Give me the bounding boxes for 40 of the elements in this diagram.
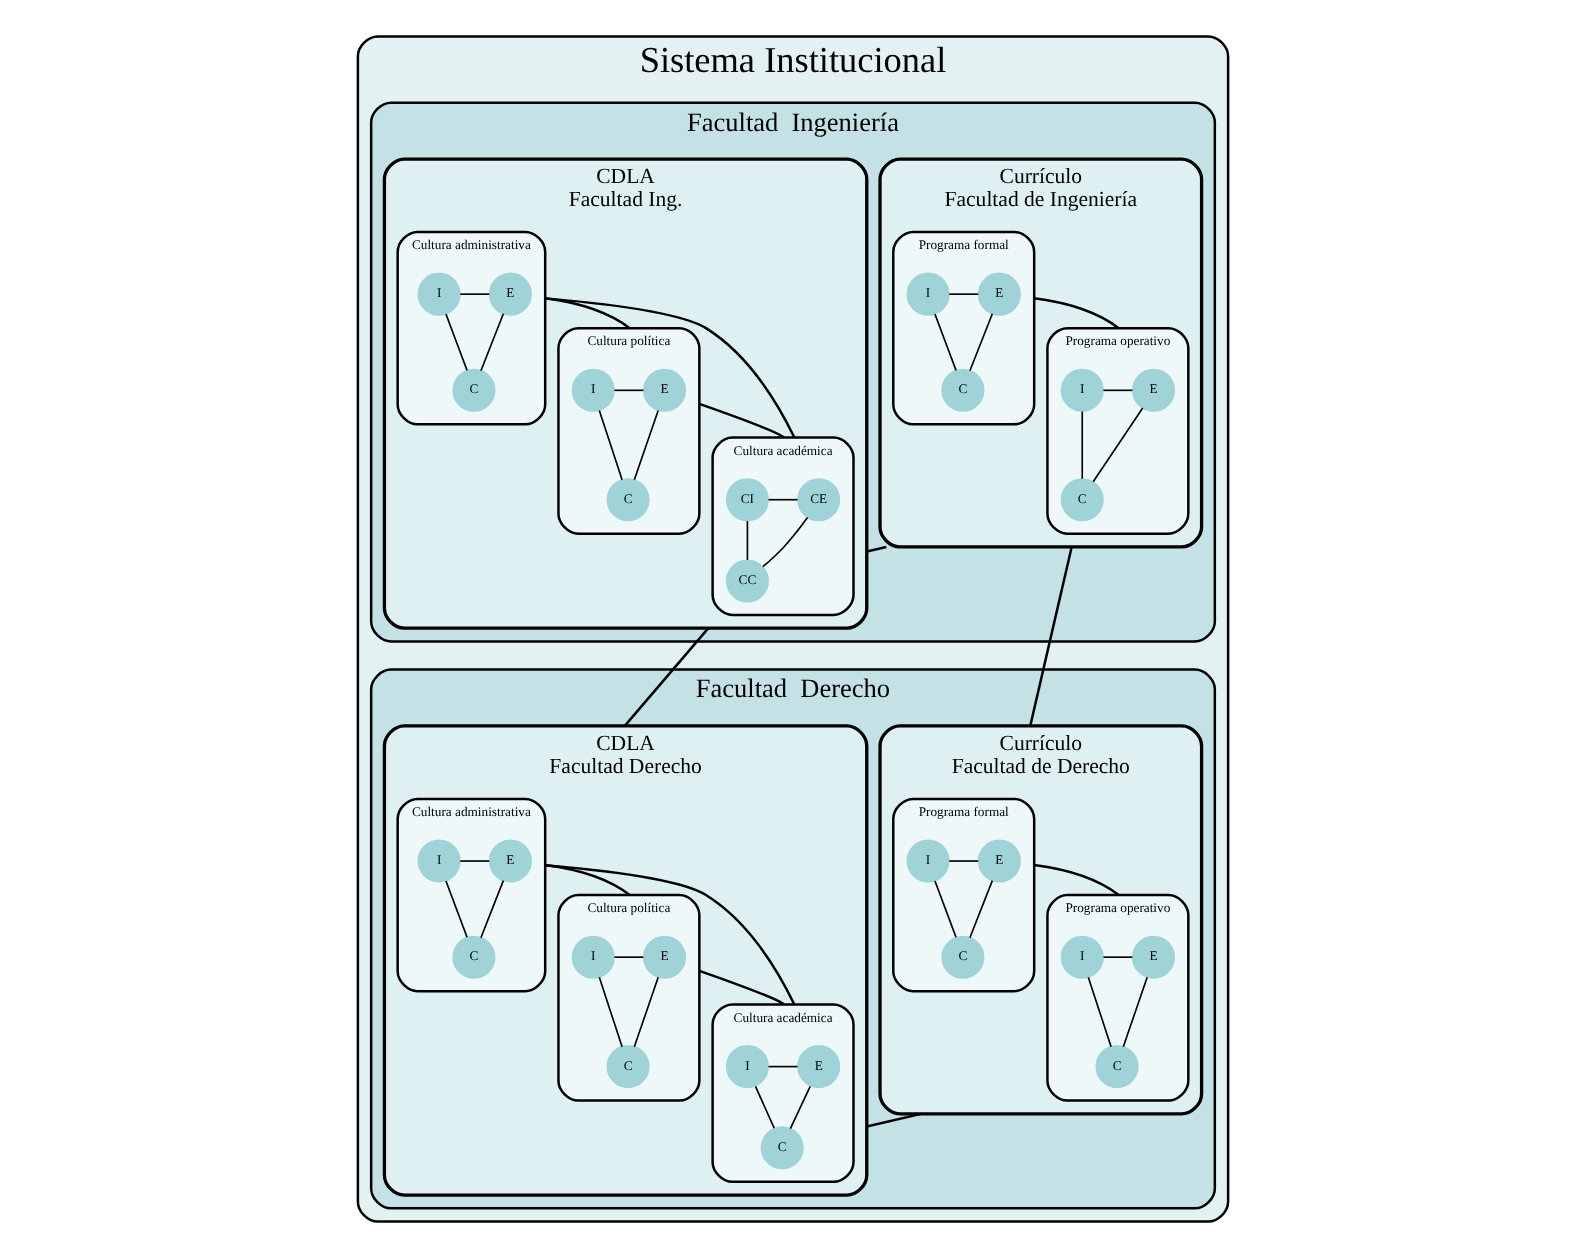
connector bbox=[1033, 296, 1119, 330]
connector bbox=[697, 402, 784, 439]
connector bbox=[1101, 389, 1133, 392]
connector bbox=[597, 409, 622, 481]
connector bbox=[788, 1085, 811, 1130]
connector bbox=[444, 880, 467, 939]
connector bbox=[544, 864, 795, 1005]
connector bbox=[458, 293, 490, 295]
connector bbox=[632, 409, 659, 481]
connector bbox=[697, 969, 784, 1006]
connector bbox=[612, 956, 644, 959]
connector bbox=[622, 627, 709, 727]
connector bbox=[865, 1112, 921, 1128]
connector bbox=[444, 313, 467, 372]
connector bbox=[1101, 956, 1133, 959]
connector bbox=[1028, 546, 1072, 727]
connector bbox=[745, 520, 748, 561]
connector bbox=[1080, 410, 1083, 480]
connector bbox=[968, 312, 993, 372]
connector bbox=[479, 312, 504, 372]
connector bbox=[1086, 976, 1111, 1048]
connector bbox=[612, 389, 644, 392]
connector bbox=[947, 293, 979, 295]
connector bbox=[766, 498, 798, 501]
connector bbox=[597, 976, 622, 1048]
connector bbox=[1121, 976, 1147, 1048]
connector bbox=[933, 880, 956, 939]
connector bbox=[766, 1065, 798, 1068]
connector bbox=[947, 860, 979, 862]
connector bbox=[865, 545, 886, 553]
connector bbox=[1033, 863, 1119, 897]
connector bbox=[479, 879, 504, 939]
connector bbox=[761, 516, 808, 568]
connector bbox=[632, 976, 659, 1048]
connector bbox=[1091, 407, 1143, 483]
connector bbox=[753, 1085, 775, 1129]
connector bbox=[968, 879, 993, 939]
connector bbox=[933, 313, 956, 372]
connector bbox=[458, 860, 490, 862]
connector bbox=[544, 297, 795, 439]
